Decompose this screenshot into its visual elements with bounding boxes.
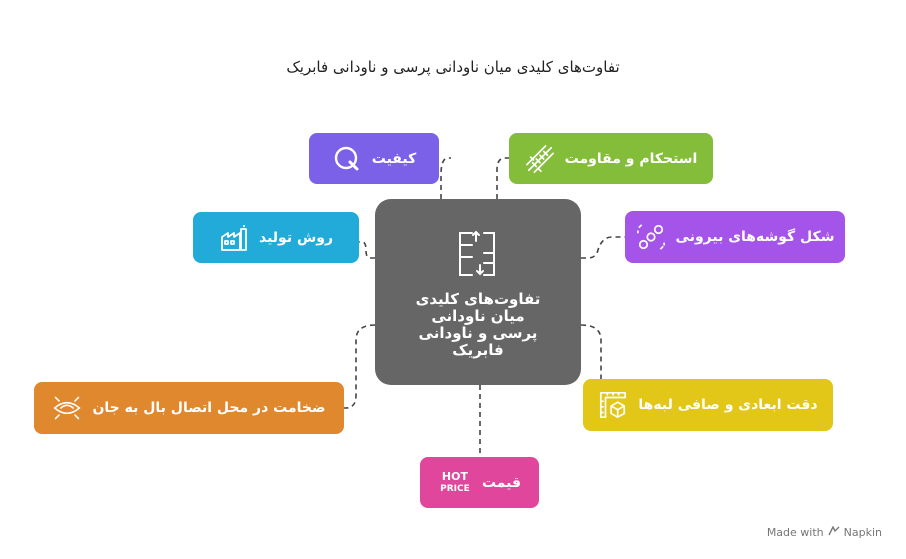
node-quality-label: کیفیت xyxy=(371,150,417,167)
hot-price-icon-line1: HOT xyxy=(441,469,468,483)
node-corners-label: شکل گوشه‌های بیرونی xyxy=(675,229,835,245)
hot-price-icon-line2: PRICE xyxy=(440,483,470,494)
thickness-eye-icon xyxy=(52,393,82,423)
corner-nodes-icon xyxy=(636,222,666,252)
node-corners: شکل گوشه‌های بیرونی xyxy=(625,211,845,263)
napkin-watermark: Made with Napkin xyxy=(766,525,882,539)
hot-price-icon: HOT PRICE xyxy=(438,468,472,498)
connector-strength xyxy=(496,157,510,199)
strength-fibers-icon xyxy=(525,144,555,174)
central-topic: تفاوت‌های کلیدی میان ناودانی پرسی و ناود… xyxy=(375,199,581,385)
connector-production xyxy=(358,241,375,259)
diagram-title: تفاوت‌های کلیدی میان ناودانی پرسی و ناود… xyxy=(286,58,620,76)
connector-quality xyxy=(440,157,451,199)
node-production: روش تولید xyxy=(193,212,359,263)
quality-q-icon xyxy=(332,144,362,174)
central-topic-label: تفاوت‌های کلیدی میان ناودانی پرسی و ناود… xyxy=(415,290,541,359)
napkin-logo-icon xyxy=(828,525,840,539)
node-strength: استحکام و مقاومت xyxy=(509,133,713,184)
node-price-label: قیمت xyxy=(481,474,522,491)
node-thickness: ضخامت در محل اتصال بال به جان xyxy=(34,382,344,434)
node-price: قیمت HOT PRICE xyxy=(420,457,539,508)
node-precision-label: دقت ابعادی و صافی لبه‌ها xyxy=(638,397,818,413)
factory-icon xyxy=(219,223,249,253)
node-quality: کیفیت xyxy=(309,133,439,184)
node-precision: دقت ابعادی و صافی لبه‌ها xyxy=(583,379,833,431)
footer-text: Made with xyxy=(766,526,824,539)
connector-corners xyxy=(581,236,626,259)
ruler-cube-icon xyxy=(598,390,628,420)
connector-thickness xyxy=(344,324,376,409)
channel-profiles-icon xyxy=(459,230,495,276)
node-thickness-label: ضخامت در محل اتصال بال به جان xyxy=(92,400,326,416)
node-production-label: روش تولید xyxy=(258,229,334,246)
node-strength-label: استحکام و مقاومت xyxy=(564,150,698,167)
footer-brand: Napkin xyxy=(843,526,882,539)
